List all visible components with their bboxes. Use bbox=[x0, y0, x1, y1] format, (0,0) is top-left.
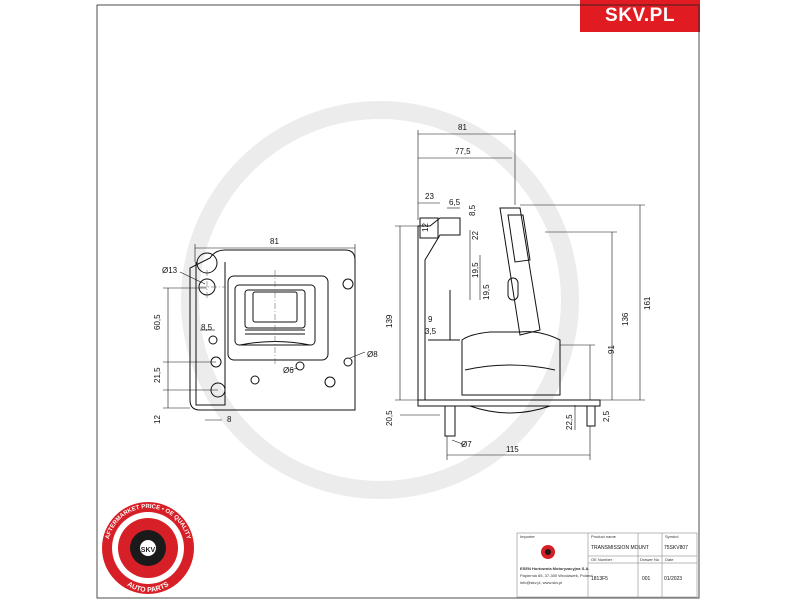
side-base-plate bbox=[417, 399, 601, 407]
hole-bottom-right bbox=[324, 376, 336, 388]
tb-drawing-label: Drawer No bbox=[640, 557, 660, 562]
dim-height-161: 161 bbox=[643, 296, 652, 310]
title-block-logo bbox=[541, 545, 555, 559]
front-view bbox=[189, 249, 356, 411]
dim-stud-height: 20,5 bbox=[385, 410, 394, 426]
dim-height-mid: 21,5 bbox=[153, 367, 162, 383]
dim-slot-pitch-2: 19,5 bbox=[482, 284, 491, 300]
tb-date-value: 01/2023 bbox=[664, 576, 682, 582]
side-rubber-body bbox=[461, 331, 561, 396]
dim-hole-13: Ø13 bbox=[162, 266, 178, 275]
seal-badge: AFTERMARKET PRICE • OE QUALITY AUTO PART… bbox=[102, 502, 194, 594]
side-dimension-labels: 81 77,5 23 6,5 8,5 12 22 19,5 19,5 9 3,5… bbox=[385, 123, 652, 454]
dim-left-height: 139 bbox=[385, 314, 394, 328]
dim-overall-width: 81 bbox=[458, 123, 467, 132]
dim-slot-len: 8,5 bbox=[468, 204, 477, 216]
tb-product-label: Product name bbox=[591, 534, 617, 539]
side-view bbox=[417, 207, 601, 437]
dim-thread-right: 2,5 bbox=[602, 410, 611, 422]
tb-date-label: Date bbox=[665, 557, 674, 562]
hole-center bbox=[295, 361, 305, 371]
hole-right-top bbox=[342, 278, 354, 290]
dim-gap-9: 9 bbox=[428, 315, 433, 324]
dim-width-inner: 77,5 bbox=[455, 147, 471, 156]
tb-company-line1: ESEN Hurtownia Motoryzacyjna S.A. bbox=[520, 566, 589, 571]
front-plate-outline bbox=[189, 249, 356, 411]
side-stud-right bbox=[586, 405, 596, 427]
tb-oe-value: 1813F5 bbox=[591, 576, 608, 582]
dim-slot-h: 12 bbox=[421, 223, 430, 232]
front-dimension-lines bbox=[163, 244, 366, 421]
dim-base-width: 115 bbox=[506, 445, 519, 454]
dim-hole-right: Ø8 bbox=[367, 350, 378, 359]
dim-offset-bottom: 8 bbox=[227, 415, 232, 424]
dim-gap-3-5: 3,5 bbox=[425, 327, 437, 336]
tb-drawing-value: 001 bbox=[642, 576, 651, 582]
hole-small-left bbox=[208, 335, 218, 345]
hole-bottom-left bbox=[250, 375, 260, 385]
tb-product-value: TRANSMISSION MOUNT bbox=[591, 545, 649, 551]
side-slot bbox=[507, 277, 519, 301]
inner-frame bbox=[227, 275, 329, 361]
front-dimension-labels: 81 Ø13 60,5 8,5 21,5 12 8 Ø6 Ø8 bbox=[153, 237, 378, 424]
dim-front-width: 81 bbox=[270, 237, 279, 246]
side-bracket-tab bbox=[419, 217, 439, 239]
side-stud-arm bbox=[499, 207, 541, 336]
side-bracket-plate bbox=[417, 217, 461, 401]
dim-height-upper: 60,5 bbox=[153, 314, 162, 330]
hole-right-mid bbox=[343, 357, 353, 367]
dim-bracket-width: 23 bbox=[425, 192, 434, 201]
tb-company-line2: Papiernia 65, 37-300 Wrocławek, Poland bbox=[520, 573, 592, 578]
dim-slot-width: 6,5 bbox=[449, 198, 461, 207]
tb-number-value: 75SKV807 bbox=[664, 545, 688, 551]
tb-company-line3: info@skv.pl, www.skv.pl bbox=[520, 580, 562, 585]
dim-height-low: 12 bbox=[153, 415, 162, 424]
front-left-flange bbox=[195, 262, 226, 406]
side-stud-left bbox=[444, 405, 456, 437]
dim-offset-small: 8,5 bbox=[201, 323, 213, 332]
dim-slot-pitch-1: 19,5 bbox=[471, 262, 480, 278]
dim-stud-diameter: Ø7 bbox=[461, 440, 472, 449]
drawing-frame bbox=[96, 4, 700, 599]
dim-stud-right: 22,5 bbox=[565, 414, 574, 430]
dim-upper-slot: 22 bbox=[471, 231, 480, 240]
tb-number-label: Symbol bbox=[665, 534, 678, 539]
title-block bbox=[516, 532, 698, 598]
dim-hole-small: Ø6 bbox=[283, 366, 294, 375]
brand-name: SKV.PL bbox=[605, 5, 675, 26]
side-dimension-lines bbox=[395, 130, 645, 460]
seal-center-text: SKV bbox=[141, 547, 156, 554]
dim-height-91: 91 bbox=[607, 345, 616, 354]
dim-height-136: 136 bbox=[621, 312, 630, 326]
tb-producer-label: Importer bbox=[520, 534, 536, 539]
tb-oe-label: OE Number bbox=[591, 557, 613, 562]
